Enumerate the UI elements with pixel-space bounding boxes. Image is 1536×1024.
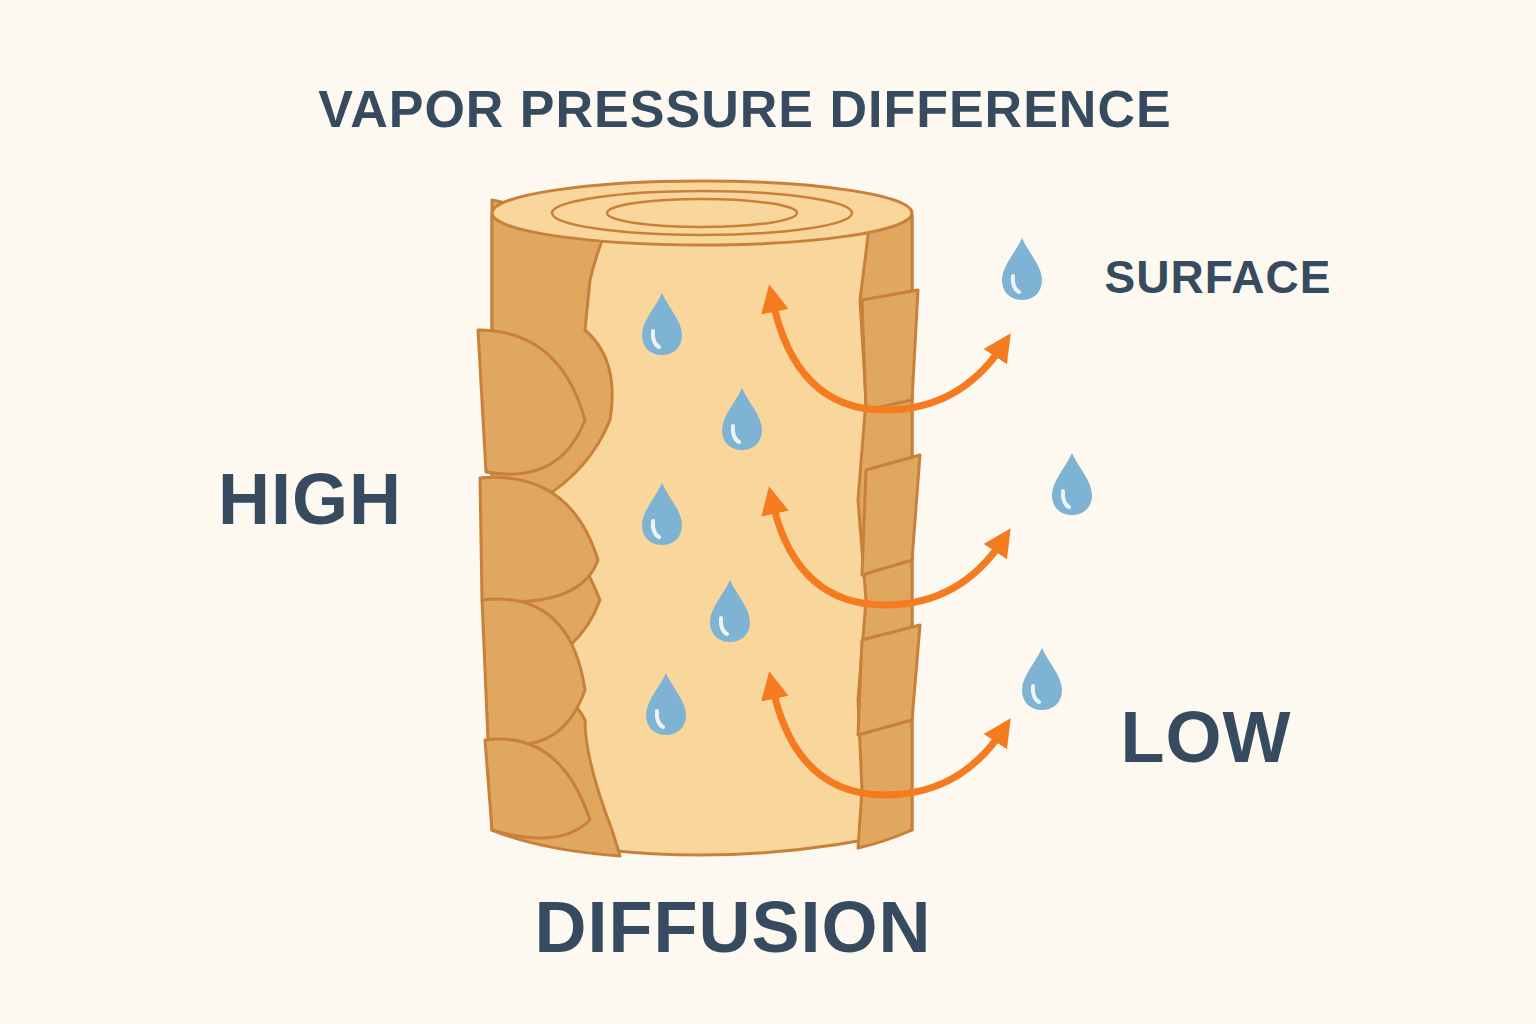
water-drops bbox=[642, 238, 1092, 735]
diffusion-arrows bbox=[772, 298, 1003, 795]
title: VAPOR PRESSURE DIFFERENCE bbox=[318, 81, 1171, 138]
label: HIGH bbox=[218, 460, 402, 539]
label: LOW bbox=[1121, 698, 1292, 777]
caption: DIFFUSION bbox=[535, 888, 932, 967]
label: SURFACE bbox=[1105, 252, 1332, 303]
log bbox=[478, 181, 920, 856]
